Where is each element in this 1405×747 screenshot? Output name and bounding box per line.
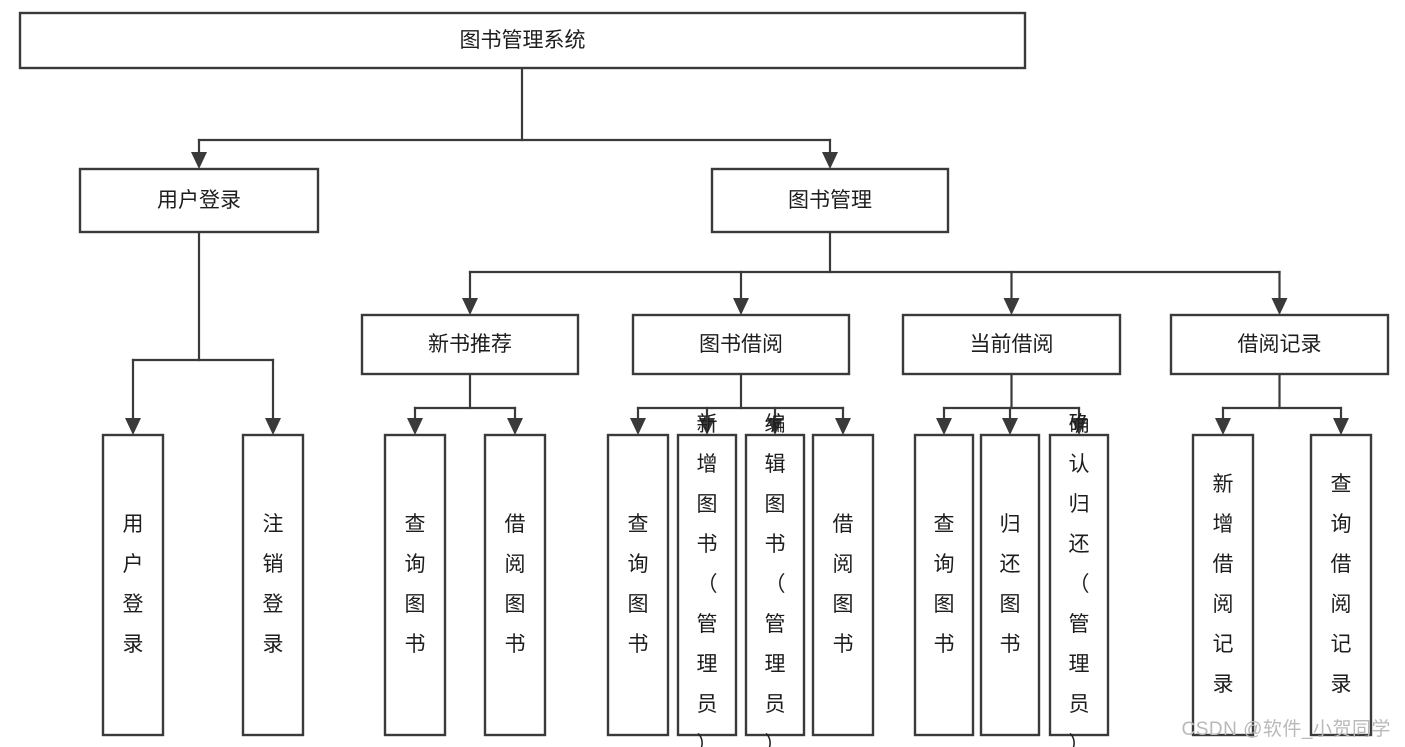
node-book-borrow-box[interactable]: [631, 313, 851, 376]
node-leaf-query-book-2-box[interactable]: [606, 433, 670, 737]
arrow-head-icon: [733, 298, 749, 315]
node-new-book-recommend-box[interactable]: [360, 313, 580, 376]
node-leaf-query-book-2-label: 查询图书: [628, 513, 649, 656]
node-leaf-borrow-book-2-box[interactable]: [811, 433, 875, 737]
arrow-head-icon: [191, 152, 207, 169]
arrow-head-icon: [822, 152, 838, 169]
node-leaf-query-record-label: 查询借阅记录: [1331, 473, 1352, 696]
arrow-head-icon: [1071, 418, 1087, 435]
node-current-borrow-box[interactable]: [901, 313, 1122, 376]
node-leaf-query-book-1[interactable]: 查询图书: [383, 433, 447, 737]
arrow-head-icon: [835, 418, 851, 435]
node-leaf-borrow-book-1[interactable]: 借阅图书: [483, 433, 547, 737]
node-leaf-edit-book-label: 编辑图书（管理员）: [765, 413, 786, 747]
node-leaf-query-book-3-label: 查询图书: [934, 513, 955, 656]
node-leaf-add-record[interactable]: 新增借阅记录: [1191, 433, 1255, 737]
arrow-head-icon: [462, 298, 478, 315]
node-leaf-confirm-return-label: 确认归还（管理员）: [1069, 413, 1090, 747]
node-new-book-recommend-label: 新书推荐: [428, 333, 512, 356]
arrow-head-icon: [1002, 418, 1018, 435]
node-leaf-borrow-book-2[interactable]: 借阅图书: [811, 433, 875, 737]
node-leaf-user-logout[interactable]: 注销登录: [241, 433, 305, 737]
node-leaf-confirm-return[interactable]: 确认归还（管理员）: [1048, 413, 1110, 747]
node-new-book-recommend[interactable]: 新书推荐: [360, 313, 580, 376]
node-root[interactable]: 图书管理系统: [18, 11, 1027, 70]
node-leaf-user-logout-label: 注销登录: [263, 513, 284, 656]
node-borrow-record-box[interactable]: [1169, 313, 1390, 376]
node-leaf-edit-book[interactable]: 编辑图书（管理员）: [744, 413, 806, 747]
node-leaf-return-book-label: 归还图书: [1000, 513, 1021, 656]
node-borrow-record[interactable]: 借阅记录: [1169, 313, 1390, 376]
node-current-borrow-label: 当前借阅: [970, 333, 1054, 356]
node-leaf-query-book-1-label: 查询图书: [405, 513, 426, 656]
node-leaf-query-record[interactable]: 查询借阅记录: [1309, 433, 1373, 737]
node-leaf-add-book-box[interactable]: [676, 433, 738, 737]
node-leaf-return-book-box[interactable]: [979, 433, 1041, 737]
connectors-layer: [125, 66, 1349, 435]
node-book-borrow-label: 图书借阅: [699, 333, 783, 356]
node-book-manage-label: 图书管理: [788, 189, 872, 212]
arrow-head-icon: [125, 418, 141, 435]
node-leaf-user-login[interactable]: 用户登录: [101, 433, 165, 737]
node-user-login-box[interactable]: [78, 167, 320, 234]
node-leaf-add-record-label: 新增借阅记录: [1213, 473, 1234, 696]
nodes-layer: 图书管理系统用户登录图书管理新书推荐图书借阅当前借阅借阅记录用户登录注销登录查询…: [18, 11, 1390, 747]
node-leaf-add-record-box[interactable]: [1191, 433, 1255, 737]
node-leaf-add-book[interactable]: 新增图书（管理员）: [676, 413, 738, 747]
node-leaf-query-book-3[interactable]: 查询图书: [913, 433, 975, 737]
node-book-manage-box[interactable]: [710, 167, 950, 234]
arrow-head-icon: [1003, 298, 1020, 315]
arrow-head-icon: [1271, 298, 1288, 315]
node-root-label: 图书管理系统: [460, 29, 586, 52]
node-leaf-borrow-book-1-box[interactable]: [483, 433, 547, 737]
node-leaf-return-book[interactable]: 归还图书: [979, 433, 1041, 737]
node-leaf-user-login-label: 用户登录: [123, 513, 144, 656]
node-user-login[interactable]: 用户登录: [78, 167, 320, 234]
node-leaf-borrow-book-1-label: 借阅图书: [505, 513, 526, 656]
node-book-manage[interactable]: 图书管理: [710, 167, 950, 234]
arrow-head-icon: [407, 418, 423, 435]
node-current-borrow[interactable]: 当前借阅: [901, 313, 1122, 376]
node-root-box[interactable]: [18, 11, 1027, 70]
node-leaf-add-book-label: 新增图书（管理员）: [697, 413, 718, 747]
node-leaf-confirm-return-box[interactable]: [1048, 433, 1110, 737]
arrow-head-icon: [1215, 418, 1231, 435]
node-leaf-borrow-book-2-label: 借阅图书: [833, 513, 854, 656]
node-leaf-query-book-3-box[interactable]: [913, 433, 975, 737]
node-borrow-record-label: 借阅记录: [1238, 333, 1322, 356]
node-leaf-user-logout-box[interactable]: [241, 433, 305, 737]
arrow-head-icon: [1333, 418, 1349, 435]
node-book-borrow[interactable]: 图书借阅: [631, 313, 851, 376]
node-leaf-edit-book-box[interactable]: [744, 433, 806, 737]
arrow-head-icon: [507, 418, 523, 435]
arrow-head-icon: [699, 418, 715, 435]
node-leaf-query-record-box[interactable]: [1309, 433, 1373, 737]
node-leaf-query-book-2[interactable]: 查询图书: [606, 433, 670, 737]
arrow-head-icon: [630, 418, 646, 435]
arrow-head-icon: [265, 418, 281, 435]
arrow-head-icon: [936, 418, 952, 435]
node-leaf-user-login-box[interactable]: [101, 433, 165, 737]
arrow-head-icon: [767, 418, 783, 435]
node-user-login-label: 用户登录: [157, 189, 241, 212]
node-leaf-query-book-1-box[interactable]: [383, 433, 447, 737]
